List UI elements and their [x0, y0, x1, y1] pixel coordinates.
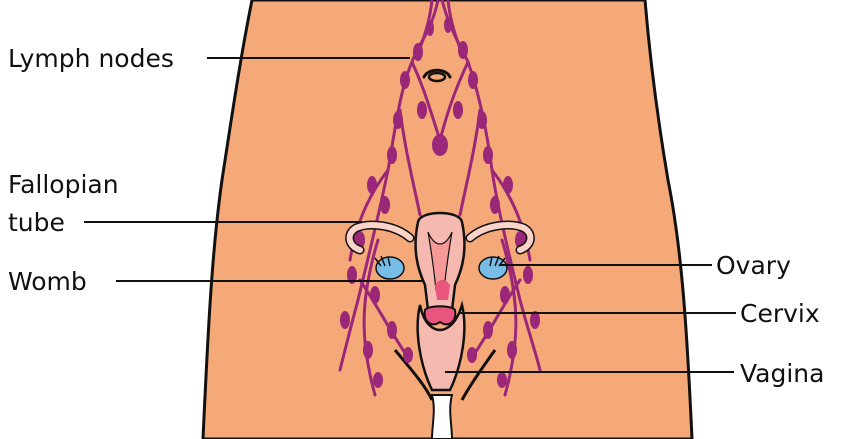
left-ovary: [376, 257, 404, 279]
lymph-node: [417, 101, 427, 119]
lymph-node: [483, 321, 493, 339]
lymph-node: [507, 341, 517, 359]
lymph-node: [400, 71, 410, 89]
lymph-node: [483, 146, 493, 164]
lymph-node: [503, 176, 513, 194]
lymph-nodes-label: Lymph nodes: [8, 44, 174, 73]
lymph-node: [453, 101, 463, 119]
lymph-node: [387, 321, 397, 339]
lymph-node: [340, 311, 350, 329]
lymph-node: [426, 20, 434, 36]
lymph-node: [467, 347, 477, 363]
lymph-node: [380, 196, 390, 214]
lymph-node: [373, 372, 383, 388]
lymph-node: [370, 286, 380, 304]
lymph-node: [393, 111, 403, 129]
lymph-node: [468, 71, 478, 89]
lymph-node: [477, 111, 487, 129]
cervix: [425, 306, 456, 324]
lymph-node: [432, 134, 448, 156]
lymph-node: [500, 286, 510, 304]
ovary-label: Ovary: [716, 251, 791, 280]
lymph-node: [490, 196, 500, 214]
cervix-label: Cervix: [740, 299, 820, 328]
lymph-node: [497, 372, 507, 388]
lymph-node: [387, 146, 397, 164]
lymph-node: [403, 347, 413, 363]
lymph-node: [363, 341, 373, 359]
fallopian-tube-label-line2: tube: [8, 208, 65, 237]
lymph-node: [413, 43, 423, 61]
womb-label: Womb: [8, 267, 87, 296]
vagina-label: Vagina: [740, 359, 824, 388]
lymph-node: [367, 176, 377, 194]
lymph-node: [444, 17, 452, 33]
lymph-node: [523, 266, 533, 284]
fallopian-tube-label-line1: Fallopian: [8, 170, 119, 199]
lymph-node: [458, 41, 468, 59]
